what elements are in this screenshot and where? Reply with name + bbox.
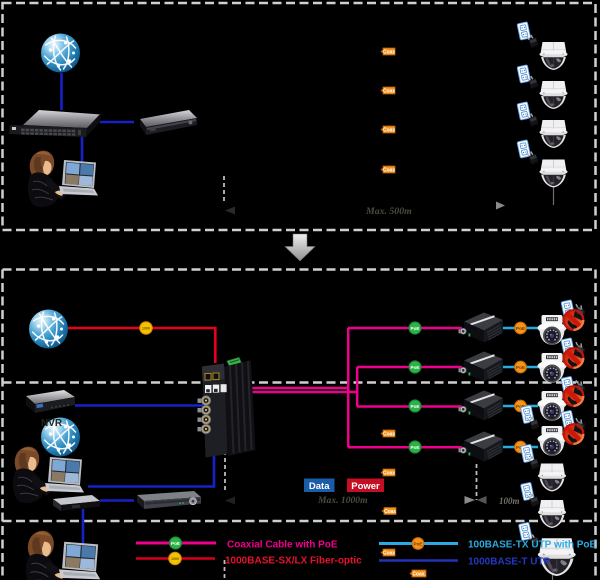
svg-text:Power: Power	[351, 481, 380, 492]
svg-text:100m: 100m	[499, 496, 520, 506]
svg-text:1000BASE-SX/LX Fiber-optic: 1000BASE-SX/LX Fiber-optic	[225, 556, 362, 567]
svg-text:Max. 1000m: Max. 1000m	[317, 495, 368, 506]
svg-text:Coaxial Cable with PoE: Coaxial Cable with PoE	[227, 540, 338, 551]
svg-text:1000BASE-T UTP: 1000BASE-T UTP	[468, 557, 551, 568]
svg-text:100BASE-TX UTP with PoE: 100BASE-TX UTP with PoE	[468, 540, 597, 551]
svg-text:Coax.: Coax.	[412, 571, 426, 577]
svg-text:NVR: NVR	[41, 418, 63, 429]
svg-text:Data: Data	[309, 481, 330, 492]
svg-text:Max. 500m: Max. 500m	[365, 206, 412, 217]
